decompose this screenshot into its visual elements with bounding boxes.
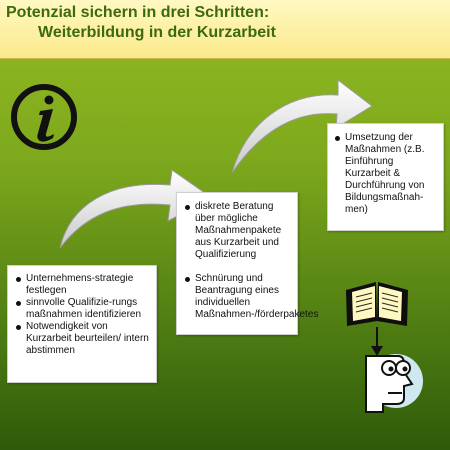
step-1-item: Unternehmens-strategie festlegen <box>14 273 150 297</box>
step-1-item: sinnvolle Qualifizie-rungs maßnahmen ide… <box>14 297 150 321</box>
step-1-box: Unternehmens-strategie festlegen sinnvol… <box>7 265 157 383</box>
connector-arrow <box>371 327 383 356</box>
curved-arrow-step1 <box>59 169 213 249</box>
title-banner: Potenzial sichern in drei Schritten: Wei… <box>0 0 450 59</box>
step-2-item: Schnürung und Beantragung eines individu… <box>183 273 318 321</box>
learner-face-icon <box>365 354 423 413</box>
step-3-item: Umsetzung der Maßnahmen (z.B. Einführung… <box>333 132 438 216</box>
title-line-1: Potenzial sichern in drei Schritten: <box>6 4 270 21</box>
step-2-box: diskrete Beratung über mögliche Maßnahme… <box>176 192 318 335</box>
step-3-box: Umsetzung der Maßnahmen (z.B. Einführung… <box>327 123 444 231</box>
step-2-item: diskrete Beratung über mögliche Maßnahme… <box>183 201 291 261</box>
curved-arrow-step2 <box>231 78 373 174</box>
step-1-item: Notwendigkeit von Kurzarbeit beurteilen/… <box>14 321 150 357</box>
title-line-2: Weiterbildung in der Kurzarbeit <box>38 24 276 41</box>
info-icon <box>11 84 77 150</box>
open-book-icon <box>346 282 408 326</box>
